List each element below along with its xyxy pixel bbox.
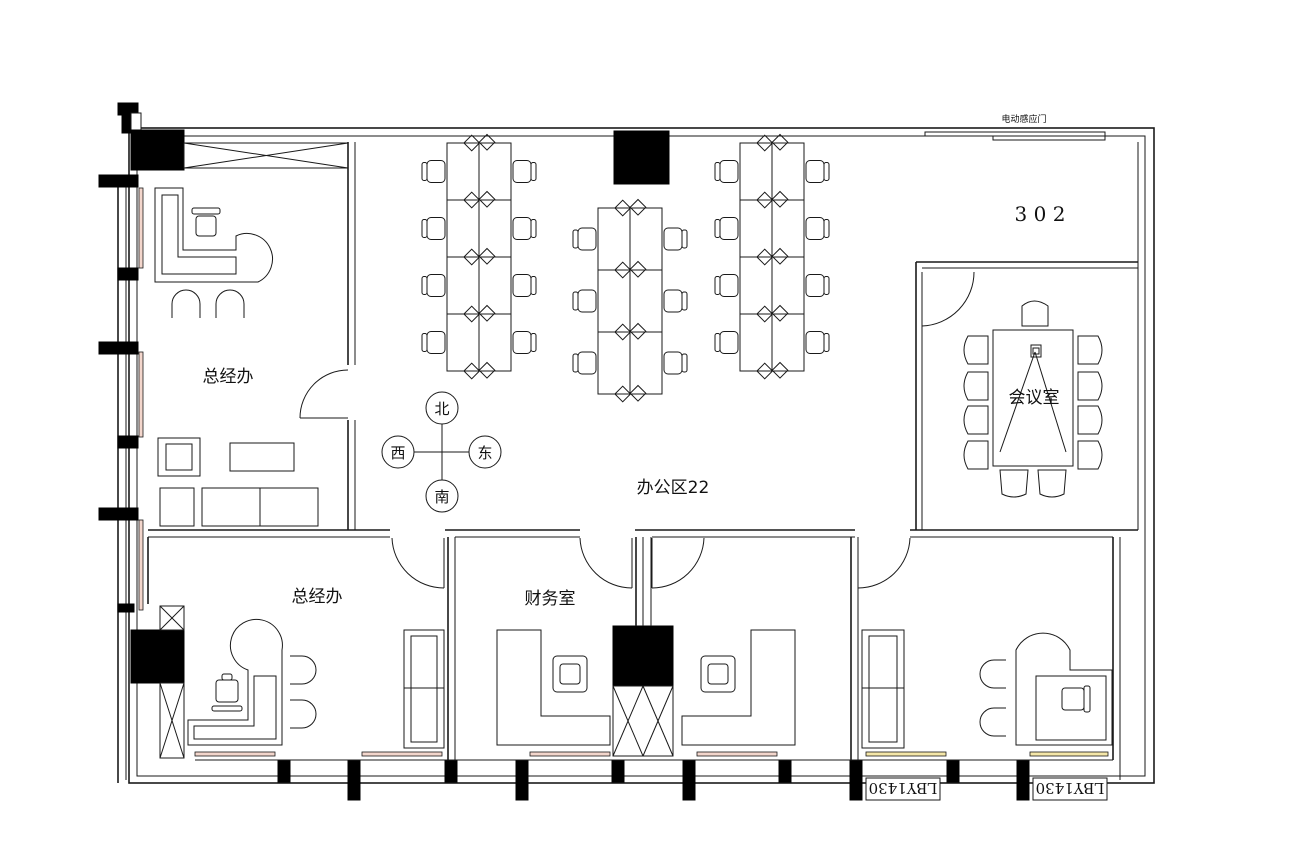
window-tag-1: LBY1430 (869, 779, 938, 797)
office-chair (663, 351, 688, 375)
desk-chair-pair (614, 260, 647, 279)
office-chair (512, 331, 537, 354)
sliding-door: 电动感应门 (924, 113, 1106, 141)
desk-chair-pair (756, 133, 789, 152)
window-tags: LBY1430 LBY1430 (865, 777, 1108, 801)
door-sign-label: 电动感应门 (1001, 113, 1046, 125)
office-chair (805, 160, 830, 183)
compass-north-label: 北 (434, 400, 449, 418)
meeting-chair (963, 335, 989, 365)
office-chair (421, 160, 446, 183)
bottom-windows (194, 751, 1113, 801)
compass: 北 南 西 东 (381, 391, 502, 513)
office-chair (421, 217, 446, 240)
gm-bottom-furniture: 总经办 (187, 587, 445, 749)
finance-room-label: 财务室 (525, 589, 576, 609)
meeting-chair (963, 371, 989, 401)
office-chair (805, 274, 830, 297)
columns (130, 129, 674, 687)
office-chair (663, 227, 688, 251)
office-area-label: 办公区22 (637, 478, 710, 498)
office-chair (714, 331, 739, 354)
unit-number-label: 3 0 2 (1015, 202, 1066, 226)
desk-chair-pair (463, 133, 496, 152)
desk-chair-pair (756, 361, 789, 380)
meeting-chair (1077, 405, 1103, 435)
compass-south-label: 南 (434, 488, 449, 506)
desk-chair-pair (756, 247, 789, 266)
window-tag-2: LBY1430 (1036, 779, 1105, 797)
office-chair (572, 227, 597, 251)
finance-furniture: 财务室 (496, 589, 611, 746)
office-chair (805, 331, 830, 354)
meeting-chair (1077, 335, 1103, 365)
office-chair (421, 331, 446, 354)
office-chair (572, 289, 597, 313)
desk-chair-pair (614, 198, 647, 217)
compass-west-label: 西 (390, 444, 405, 462)
desk-chair-pair (614, 322, 647, 341)
office-chair (512, 274, 537, 297)
left-windows (138, 187, 144, 611)
meeting-chair (963, 440, 989, 470)
office-far-right-furniture (861, 629, 1113, 749)
meeting-chair (1037, 469, 1067, 498)
desk-chair-pair (463, 304, 496, 323)
office-chair (714, 274, 739, 297)
gm-top-furniture: 总经办 (154, 187, 319, 527)
meeting-room-label: 会议室 (1009, 388, 1060, 408)
office-chair (663, 289, 688, 313)
desk-chair-pair (463, 190, 496, 209)
gm-office-top-label: 总经办 (203, 367, 254, 387)
compass-east-circle (468, 435, 502, 469)
workstation-cluster (421, 133, 537, 380)
office-chair (714, 217, 739, 240)
meeting-chair (1021, 300, 1049, 327)
office-chair (512, 217, 537, 240)
meeting-chair (963, 405, 989, 435)
gm-office-bottom-label: 总经办 (292, 587, 343, 607)
compass-south-circle (425, 479, 459, 513)
chair (191, 207, 221, 237)
desk-chair-pair (756, 304, 789, 323)
meeting-chair (1077, 440, 1103, 470)
desk-chair-pair (614, 384, 647, 403)
workstation-cluster (572, 198, 688, 403)
compass-east-label: 东 (477, 444, 492, 462)
shafts (159, 142, 674, 759)
office-chair (421, 274, 446, 297)
meeting-chairs (963, 300, 1103, 498)
compass-north-circle (425, 391, 459, 425)
desk-chair-pair (756, 190, 789, 209)
office-chair (805, 217, 830, 240)
office-chair (512, 160, 537, 183)
desk-chair-pair (463, 361, 496, 380)
compass-west-circle (381, 435, 415, 469)
left-columns (98, 102, 142, 613)
doors (299, 271, 975, 589)
workstation-cluster (714, 133, 830, 380)
meeting-chair (1077, 371, 1103, 401)
office-right-furniture (681, 629, 796, 746)
office-chair (572, 351, 597, 375)
workstation-clusters (421, 133, 830, 403)
office-chair (714, 160, 739, 183)
meeting-furniture: 会议室 (963, 300, 1103, 498)
meeting-chair (999, 469, 1029, 498)
desk-chair-pair (463, 247, 496, 266)
partitions (147, 142, 1138, 780)
